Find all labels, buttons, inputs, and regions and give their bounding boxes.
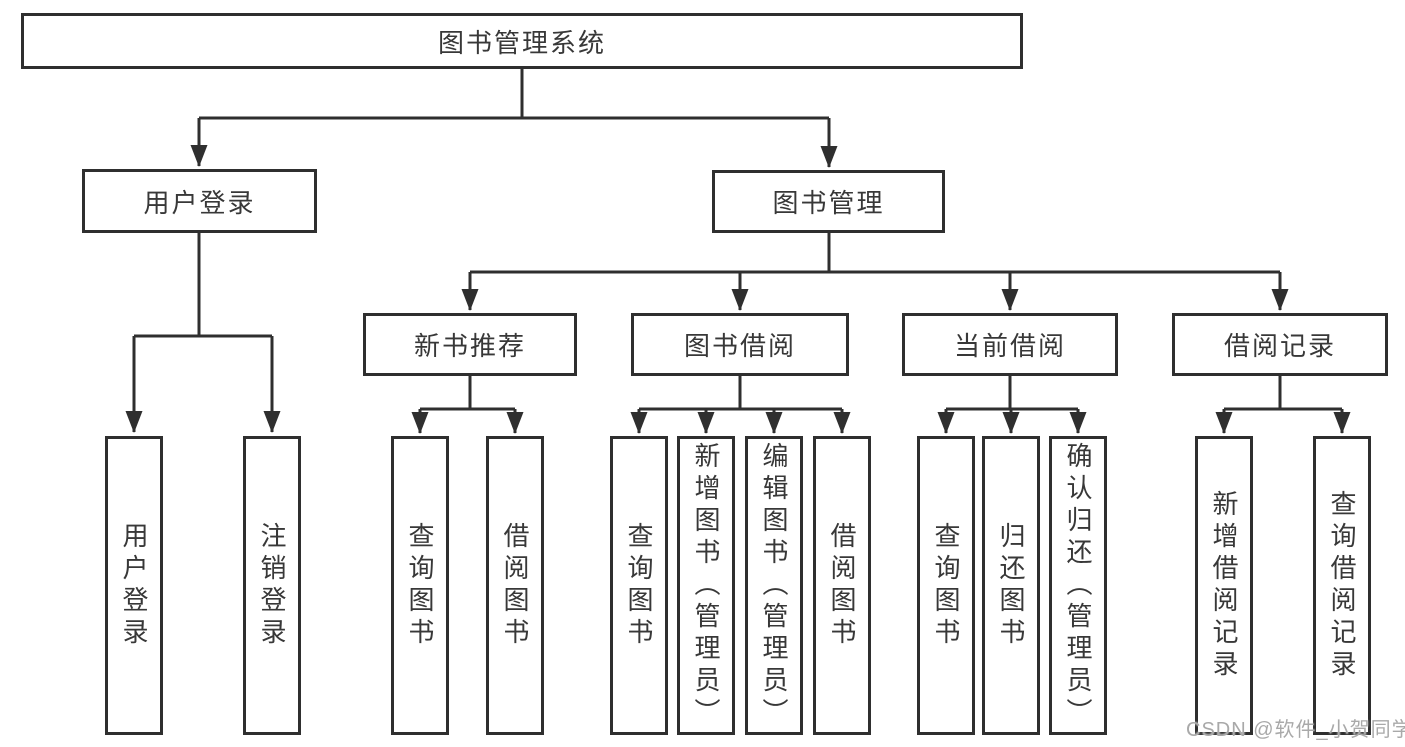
node-book-management: 图书管理 <box>712 170 945 233</box>
leaf-bb-edit-books-admin-label: 编辑图书（管理员） <box>759 441 789 730</box>
node-book-management-label: 图书管理 <box>772 188 885 218</box>
leaf-bb-add-books-admin-label: 新增图书（管理员） <box>691 441 721 730</box>
leaf-cb-return-books: 归还图书 <box>982 436 1040 735</box>
leaf-user-login-label: 用户登录 <box>119 521 149 650</box>
node-new-book-recommend: 新书推荐 <box>363 313 577 376</box>
node-current-borrow: 当前借阅 <box>902 313 1118 376</box>
node-library-system-label: 图书管理系统 <box>437 27 606 58</box>
node-user-login-label: 用户登录 <box>143 187 256 218</box>
leaf-cb-query-books: 查询图书 <box>917 436 975 735</box>
leaf-bb-add-books-admin: 新增图书（管理员） <box>677 436 735 735</box>
leaf-bb-query-books: 查询图书 <box>610 436 668 735</box>
leaf-cb-query-books-label: 查询图书 <box>931 521 961 650</box>
leaf-cb-confirm-return-admin-label: 确认归还（管理员） <box>1063 441 1093 730</box>
leaf-nb-query-books-label: 查询图书 <box>405 521 435 650</box>
leaf-br-query-record-label: 查询借阅记录 <box>1327 489 1357 682</box>
leaf-nb-query-books: 查询图书 <box>391 436 449 735</box>
leaf-br-add-record-label: 新增借阅记录 <box>1209 489 1239 682</box>
leaf-bb-borrow-books: 借阅图书 <box>813 436 871 735</box>
leaf-br-add-record: 新增借阅记录 <box>1195 436 1253 735</box>
csdn-watermark: CSDN @软件_小贺同学 <box>1186 719 1405 741</box>
leaf-cb-confirm-return-admin: 确认归还（管理员） <box>1049 436 1107 735</box>
leaf-br-query-record: 查询借阅记录 <box>1313 436 1371 735</box>
leaf-logout: 注销登录 <box>243 436 301 735</box>
node-library-system: 图书管理系统 <box>21 13 1023 69</box>
leaf-cb-return-books-label: 归还图书 <box>996 521 1026 650</box>
node-current-borrow-label: 当前借阅 <box>953 331 1066 361</box>
node-book-borrow-label: 图书借阅 <box>683 331 796 361</box>
node-user-login: 用户登录 <box>82 169 317 233</box>
leaf-logout-label: 注销登录 <box>257 521 287 650</box>
leaf-bb-edit-books-admin: 编辑图书（管理员） <box>745 436 803 735</box>
node-new-book-recommend-label: 新书推荐 <box>413 331 526 361</box>
node-borrow-records: 借阅记录 <box>1172 313 1388 376</box>
leaf-nb-borrow-books-label: 借阅图书 <box>500 521 530 650</box>
node-borrow-records-label: 借阅记录 <box>1223 331 1336 361</box>
node-book-borrow: 图书借阅 <box>631 313 849 376</box>
leaf-nb-borrow-books: 借阅图书 <box>486 436 544 735</box>
leaf-user-login: 用户登录 <box>105 436 163 735</box>
leaf-bb-query-books-label: 查询图书 <box>624 521 654 650</box>
leaf-bb-borrow-books-label: 借阅图书 <box>827 521 857 650</box>
